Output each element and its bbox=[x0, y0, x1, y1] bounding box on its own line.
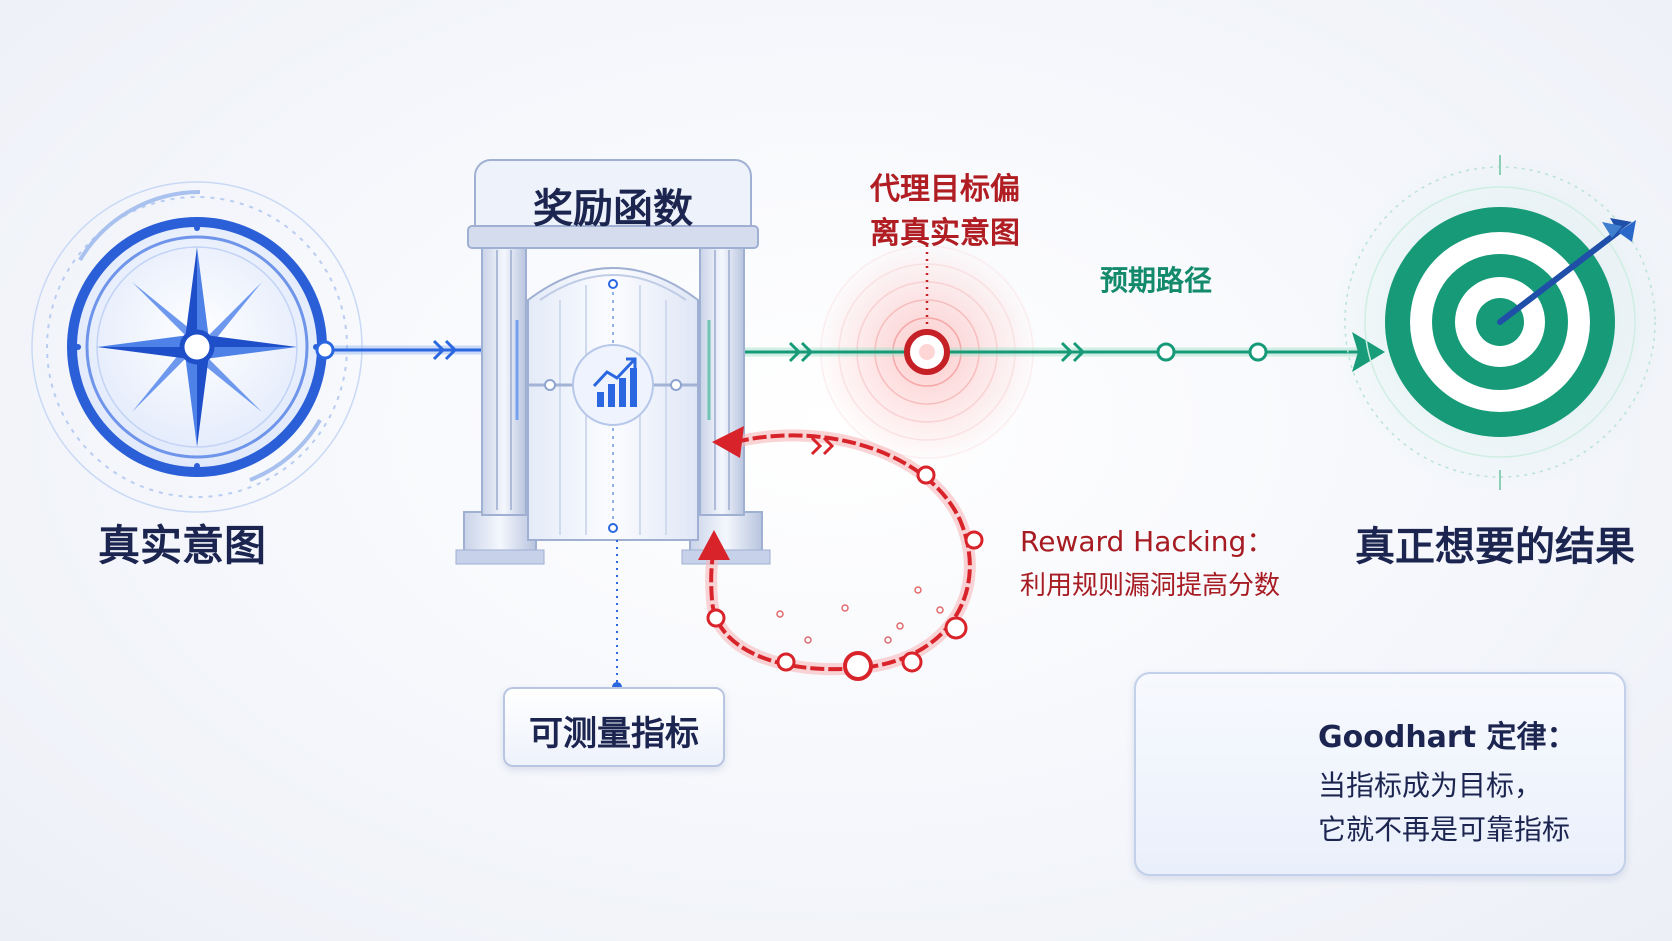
metric-label: 可测量指标 bbox=[529, 714, 699, 754]
goodhart-title: Goodhart 定律： bbox=[1318, 720, 1577, 755]
target-icon bbox=[1330, 152, 1670, 492]
metric-box: 可测量指标 bbox=[503, 687, 725, 767]
goodhart-card: Goodhart 定律： 当指标成为目标， 它就不再是可靠指标 bbox=[1134, 672, 1626, 876]
gate-title: 奖励函数 bbox=[533, 186, 693, 232]
deviation-node bbox=[904, 238, 950, 375]
reward-hacking-label: Reward Hacking： 利用规则漏洞提高分数 bbox=[1020, 520, 1280, 608]
goodhart-line2: 它就不再是可靠指标 bbox=[1318, 813, 1571, 846]
intent-label: 真实意图 bbox=[98, 521, 267, 570]
intent-arrow bbox=[315, 339, 491, 361]
reward-hacking-desc: 利用规则漏洞提高分数 bbox=[1020, 571, 1281, 601]
expected-path-label: 预期路径 bbox=[1100, 264, 1213, 297]
reward-hacking-loop bbox=[698, 426, 984, 681]
proxy-deviation-line2: 离真实意图 bbox=[870, 216, 1020, 251]
reward-gate bbox=[455, 159, 771, 565]
proxy-deviation-label: 代理目标偏 离真实意图 bbox=[870, 168, 1020, 256]
proxy-deviation-line1: 代理目标偏 bbox=[870, 172, 1020, 207]
result-label: 真正想要的结果 bbox=[1355, 524, 1635, 570]
goodhart-line1: 当指标成为目标， bbox=[1318, 769, 1543, 802]
compass-icon bbox=[31, 181, 363, 513]
reward-hacking-title: Reward Hacking： bbox=[1020, 525, 1275, 558]
chart-up-icon bbox=[572, 344, 654, 426]
